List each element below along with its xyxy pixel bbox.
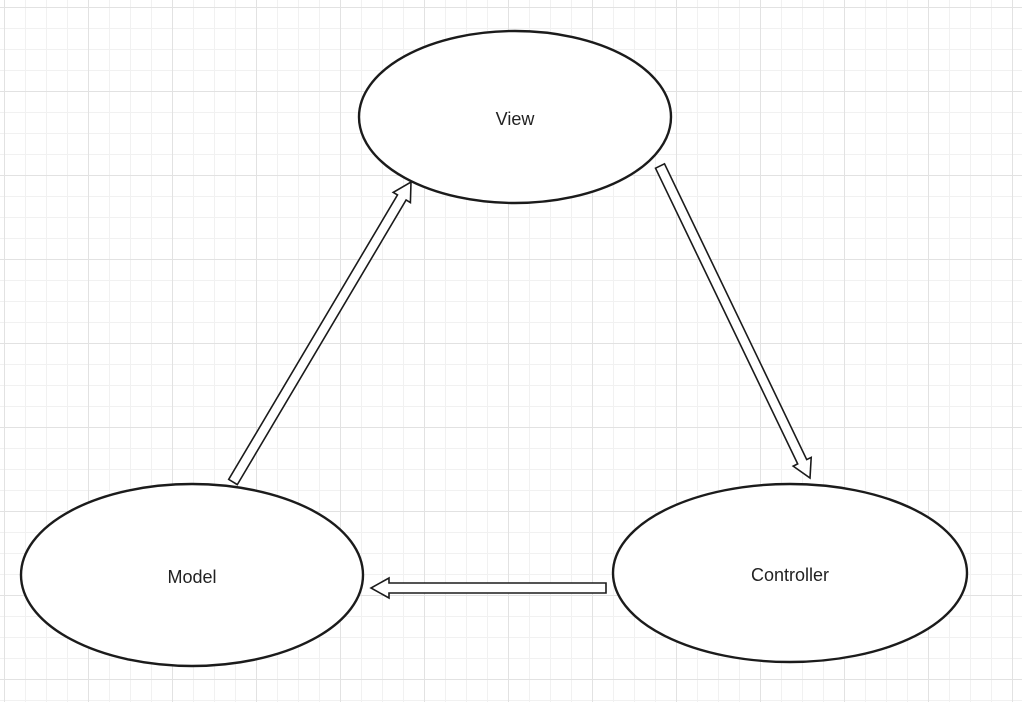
node-controller[interactable]: Controller (611, 482, 969, 664)
edges (227, 162, 813, 600)
model-ellipse[interactable] (19, 482, 365, 668)
arrow-model-to-view (227, 180, 412, 486)
controller-ellipse[interactable] (611, 482, 969, 664)
arrow-controller-to-model (369, 576, 607, 600)
model-label: Model (167, 567, 216, 587)
view-label: View (496, 109, 536, 129)
node-view[interactable]: View (357, 29, 673, 205)
node-model[interactable]: Model (19, 482, 365, 668)
controller-label: Controller (751, 565, 829, 585)
view-ellipse[interactable] (357, 29, 673, 205)
arrow-view-to-controller (654, 162, 813, 480)
